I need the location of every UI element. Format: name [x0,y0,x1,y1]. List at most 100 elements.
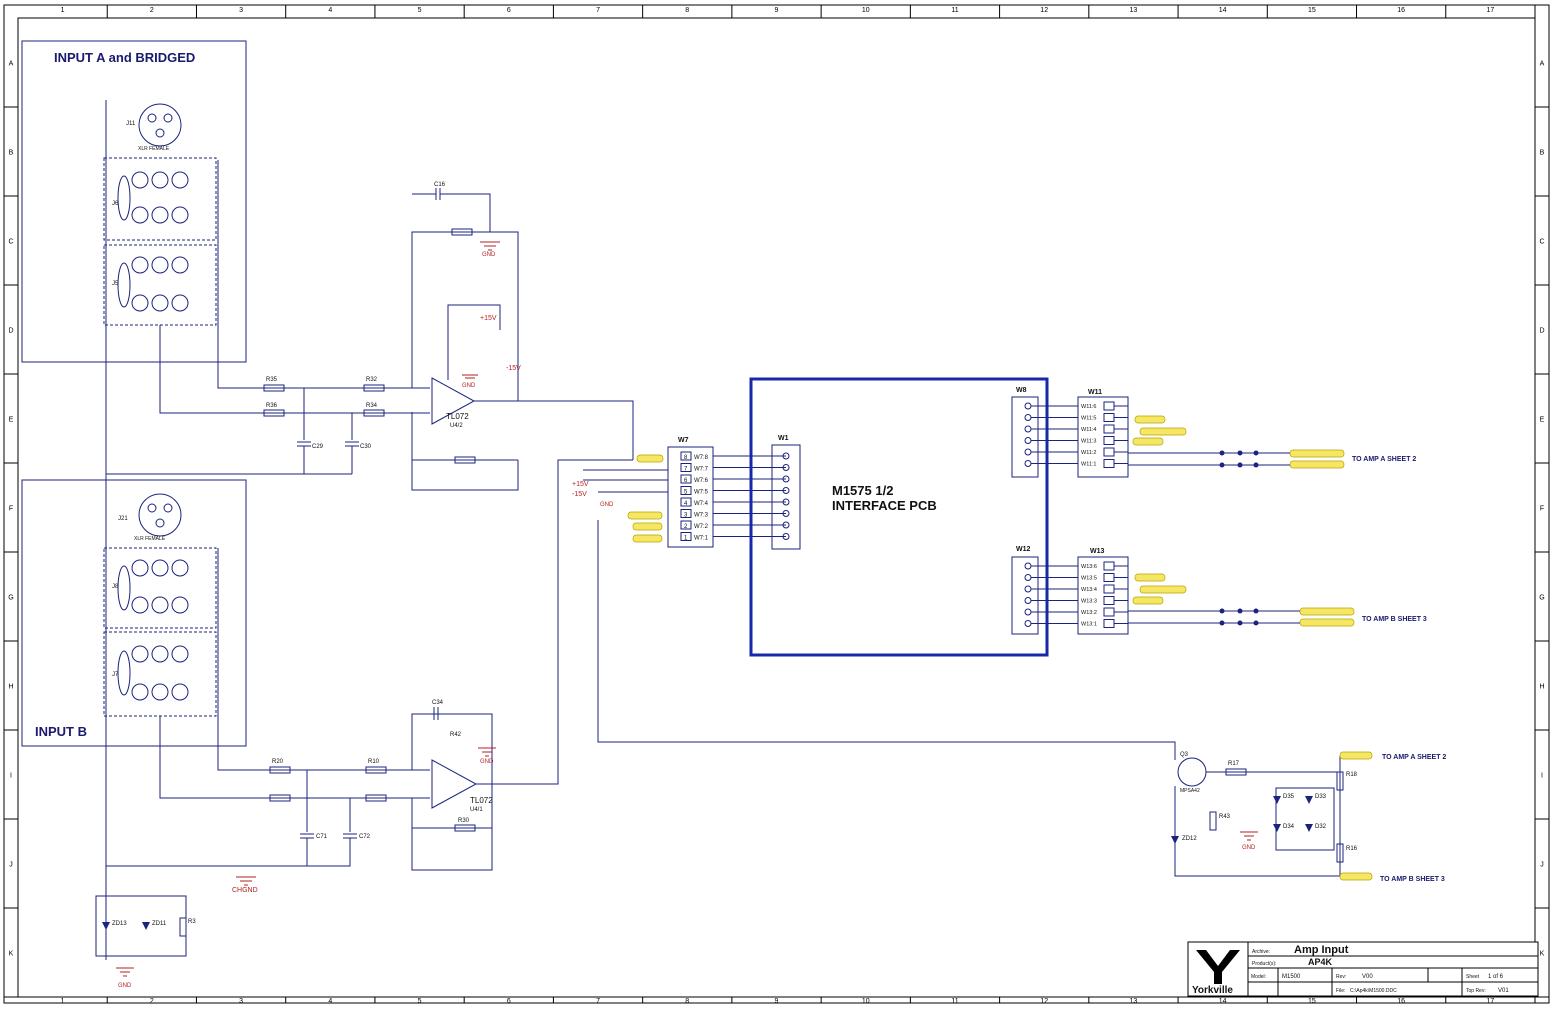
frame-col-label: 2 [150,7,154,14]
chgnd-symbol [236,876,256,886]
frame-col-label: 4 [328,998,332,1005]
frame-col-label: 11 [951,7,958,14]
gnd-clamp: GND [118,983,132,989]
frame-col-label: 14 [1219,7,1227,14]
w13-pin-box [1103,607,1115,617]
frame-col-label: 8 [685,998,689,1005]
j21-label: J21 [118,516,128,522]
frame-col-label: 12 [1040,7,1048,14]
opamp-a-ref: U4/2 [450,423,463,429]
w11-label: W11 [1088,389,1102,396]
model-label: Model: [1251,974,1266,980]
title-value: Amp Input [1294,944,1349,956]
frame-row-label: B [1540,150,1545,157]
mute-control-wire [597,520,1176,760]
frame-col-label: 3 [239,7,243,14]
w7-pin-box [680,451,692,461]
frame-row-label: C [8,239,13,246]
gnd-symbol-mid [462,374,478,379]
jack-j6-contacts [117,171,189,224]
frame-row-label: H [1539,684,1544,691]
inner-frame [17,17,1536,998]
frame-col-label: 3 [239,998,243,1005]
outer-frame [3,4,1550,1004]
frame-col-label: 17 [1486,7,1494,14]
w1-pin [782,452,790,460]
w7-pin-number: 5 [684,490,688,496]
frame-labels: 1122334455667788991010111112121313141415… [4,5,1549,1005]
frame-col-label: 8 [685,7,689,14]
offsheet-amp-b-1: TO AMP B SHEET 3 [1362,616,1427,623]
w7-pin-number: 7 [684,467,688,473]
w11-pin-box [1103,401,1115,411]
w7-pin-label: W7:7 [694,467,709,473]
zd13-symbol [102,922,110,930]
w11-pin-label: W11:3 [1081,439,1097,445]
w12-label: W12 [1016,546,1031,553]
jack-j8 [103,547,217,629]
title-label: Archive: [1252,949,1270,955]
frame-col-label: 9 [775,998,779,1005]
w13-pin-label: W13:2 [1081,610,1097,616]
pcb-title-line1: M1575 1/2 [832,483,893,498]
w13-pin-label: W13:5 [1081,576,1097,582]
sheet-value: 1 of 6 [1488,974,1504,980]
w13-pin-box [1103,573,1115,582]
frame-col-label: 15 [1308,998,1316,1005]
w7-pin-number: 4 [684,501,688,507]
diode-matrix [1275,787,1335,851]
company-name: Yorkville [1192,985,1233,996]
w13-pin-label: W13:6 [1081,564,1097,570]
j6-label: J6 [112,201,119,207]
w13-tags [1132,573,1355,627]
connector-w12 [1011,556,1039,635]
frame-row-label: H [8,684,13,691]
frame-col-label: 17 [1486,998,1494,1005]
gnd-mute: GND [1242,845,1256,851]
opamp-b-ref: U4/1 [470,807,483,813]
r3-label: R3 [188,919,196,925]
w13-pin-box [1103,596,1115,605]
j5-label: J5 [112,281,119,287]
w7-pin-number: 8 [684,455,688,461]
file-value: C:\Ap4k\M1500.DDC [1350,988,1397,994]
top-rev-label: Top Rev: [1466,988,1486,994]
w1-pin [782,498,790,506]
frame-row-label: A [9,61,14,68]
r30-label: R30 [458,818,470,824]
opamp-a-name: TL072 [446,412,469,421]
frame-col-label: 16 [1397,998,1405,1005]
frame-row-label: J [1540,862,1544,869]
jack-j7-contacts [117,645,189,701]
xlr-j21 [138,493,182,537]
w11-pin-label: W11:4 [1081,427,1097,433]
w11-pin-box [1103,436,1115,445]
gnd-symbol-mute [1240,831,1258,841]
w7-pin-label: W7:4 [694,501,709,507]
q3-part: MPSA42 [1180,788,1200,794]
w1-pin [782,521,790,529]
w11-pin-box [1103,447,1115,457]
c30-label: C30 [360,444,372,450]
frame-col-label: 16 [1397,7,1405,14]
d34-label: D34 [1283,824,1295,830]
frame-col-label: 6 [507,7,511,14]
c34-label: C34 [432,700,444,706]
connector-w7 [667,446,714,548]
w13-pin-label: W13:1 [1081,622,1097,628]
gnd-symbol-clamp [116,967,134,977]
w11-pin-label: W11:6 [1081,404,1097,410]
w13-label: W13 [1090,548,1105,555]
frame-col-label: 13 [1130,998,1138,1005]
frame-row-label: K [1540,951,1545,958]
frame-col-label: 10 [862,7,870,14]
frame-row-label: E [9,417,14,424]
jack-j8-contacts [117,559,189,614]
frame-col-label: 5 [418,7,422,14]
w7-pin-box [680,497,692,507]
rev-value: V00 [1362,974,1373,980]
w11-pin-box [1103,413,1115,422]
w7-pin-box [680,509,692,518]
w13-pin-box [1103,561,1115,571]
